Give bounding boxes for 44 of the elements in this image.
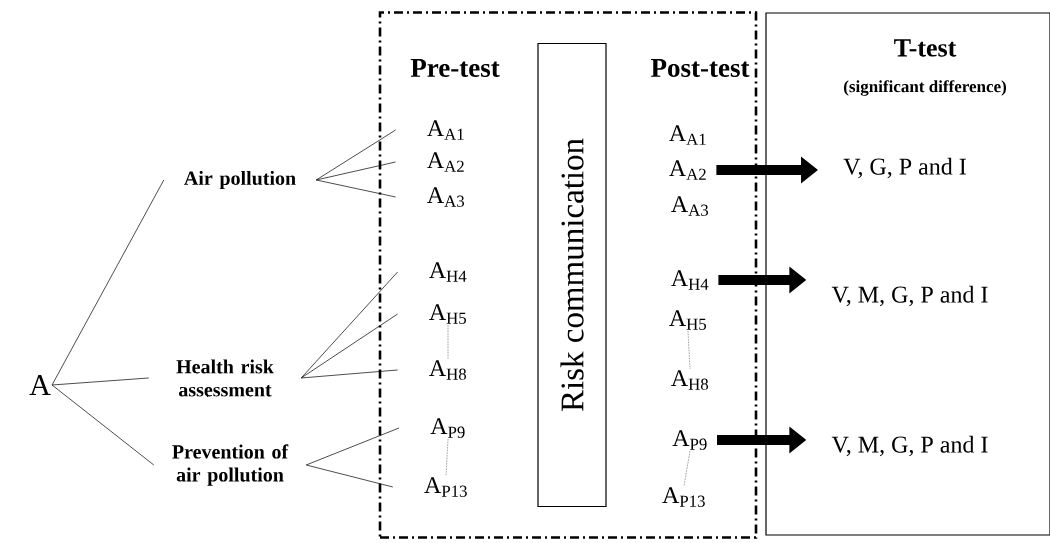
branch-line	[300, 369, 398, 379]
result-label: V, M, G, P and I	[831, 435, 988, 457]
variable-label: A$_{A1}$	[427, 120, 464, 140]
ellipsis-line	[447, 324, 449, 360]
variable-label: A$_{P9}$	[430, 418, 465, 438]
branch-line	[315, 129, 396, 181]
panel-subtitle: (significant difference)	[844, 80, 1006, 96]
branch-line	[305, 427, 400, 466]
column-heading: Pre-test	[410, 59, 500, 77]
branch-line	[300, 271, 398, 379]
result-label: V, M, G, P and I	[831, 285, 988, 307]
panel-title: T-test	[894, 39, 957, 57]
root-label: A	[29, 375, 51, 395]
branch-line	[51, 384, 155, 466]
branch-line	[305, 464, 394, 488]
variable-label: A$_{H5}$	[429, 304, 467, 324]
branch-line	[51, 179, 165, 386]
branch-line	[300, 313, 398, 379]
variable-label: A$_{H8}$	[671, 370, 709, 390]
category-label: Health risk assessment	[176, 359, 274, 397]
ellipsis-line	[687, 330, 691, 370]
dash-dot-frame	[378, 11, 758, 539]
variable-label: A$_{H5}$	[669, 310, 707, 330]
variable-label: A$_{A3}$	[427, 187, 465, 207]
branch-line	[315, 179, 396, 198]
variable-label: A$_{H4}$	[429, 262, 467, 282]
variable-label: A$_{P13}$	[662, 487, 705, 507]
column-heading: Post-test	[651, 59, 750, 77]
category-label: Air pollution	[184, 170, 296, 190]
variable-label: A$_{A2}$	[427, 152, 464, 172]
variable-label: A$_{P9}$	[672, 430, 707, 450]
variable-label: A$_{H8}$	[429, 360, 467, 380]
branch-line	[51, 377, 150, 386]
variable-label: A$_{H4}$	[671, 270, 709, 290]
process-box: Risk communication	[537, 42, 607, 508]
result-label: V, G, P and I	[843, 157, 966, 179]
ellipsis-line	[683, 450, 691, 487]
ellipsis-line	[445, 438, 449, 477]
variable-label: A$_{P13}$	[424, 477, 467, 497]
branch-line	[315, 161, 396, 181]
variable-label: A$_{A2}$	[669, 160, 706, 180]
variable-label: A$_{A1}$	[669, 125, 706, 145]
variable-label: A$_{A3}$	[671, 196, 709, 216]
category-label: Prevention of air pollution	[172, 444, 289, 486]
